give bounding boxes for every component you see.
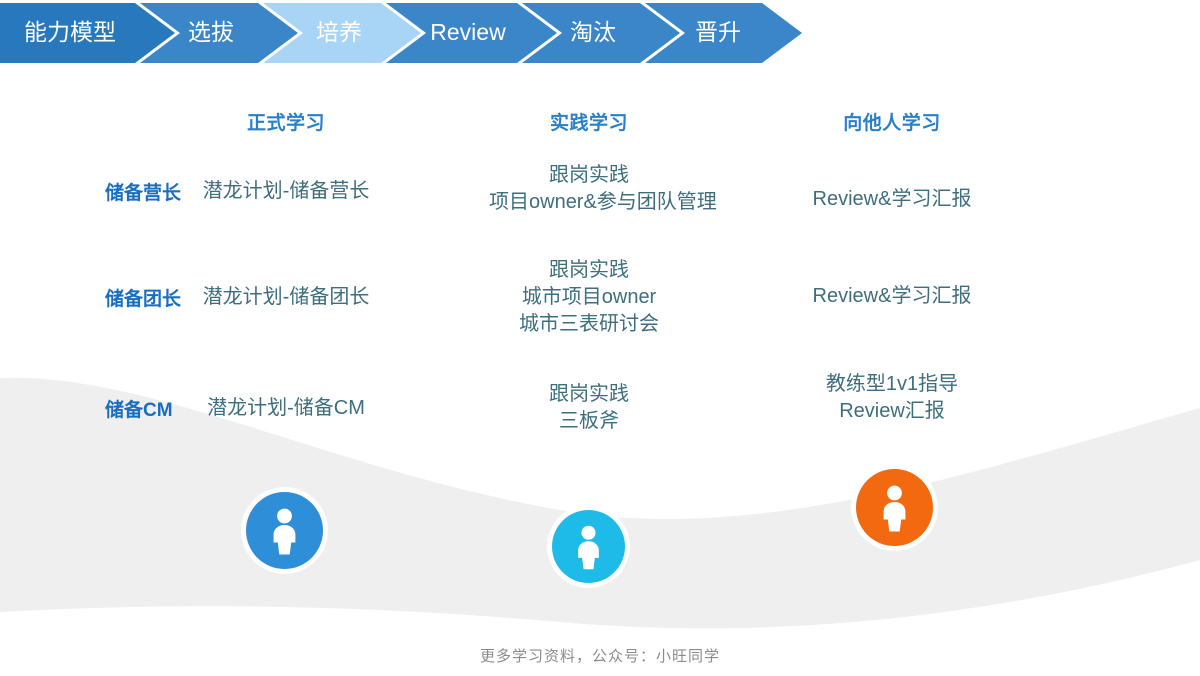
process-step-3-label: Review (430, 19, 506, 45)
person-badge-formal (246, 492, 323, 569)
process-step-0[interactable]: 能力模型 (0, 3, 175, 63)
column-header-others: 向他人学习 (843, 113, 941, 134)
cell-0-others: Review&学习汇报 (792, 186, 992, 213)
column-header-formal: 正式学习 (246, 113, 325, 134)
process-step-0-label: 能力模型 (24, 19, 116, 45)
cell-1-formal: 潜龙计划-储备团长 (186, 284, 386, 311)
person-icon (246, 492, 323, 569)
cell-2-formal: 潜龙计划-储备CM (186, 395, 386, 422)
cell-0-formal: 潜龙计划-储备营长 (186, 178, 386, 205)
cell-line: Review汇报 (839, 400, 945, 422)
cell-line: 跟岗实践 (549, 164, 629, 186)
person-badge-practice (552, 510, 625, 583)
cell-line: 跟岗实践 (549, 259, 629, 281)
column-header-practice: 实践学习 (549, 113, 628, 134)
cell-line: 潜龙计划-储备团长 (202, 286, 370, 308)
cell-line: 教练型1v1指导 (825, 373, 959, 395)
cell-2-others: 教练型1v1指导 Review汇报 (792, 371, 992, 425)
cell-line: Review&学习汇报 (812, 285, 972, 307)
person-icon (552, 510, 625, 583)
process-step-5-label: 晋升 (695, 19, 741, 45)
process-step-2-label: 培养 (316, 19, 362, 45)
cell-2-practice: 跟岗实践 三板斧 (489, 381, 689, 435)
process-step-2[interactable]: 培养 (263, 3, 421, 63)
row-label-2: 储备CM (105, 400, 173, 421)
process-step-1[interactable]: 选拔 (140, 3, 298, 63)
process-chevron-bar: 能力模型 选拔 培养 Review 淘汰 (0, 0, 810, 66)
cell-line: 潜龙计划-储备CM (207, 397, 365, 419)
cell-line: 跟岗实践 (549, 383, 629, 405)
cell-line: 项目owner&参与团队管理 (489, 191, 717, 213)
cell-line: 潜龙计划-储备营长 (202, 180, 370, 202)
process-step-5[interactable]: 晋升 (645, 3, 802, 63)
cell-line: 城市项目owner (521, 286, 657, 308)
process-step-3[interactable]: Review (386, 3, 557, 63)
person-badge-others (856, 469, 933, 546)
cell-1-others: Review&学习汇报 (792, 283, 992, 310)
person-icon (856, 469, 933, 546)
cell-1-practice: 跟岗实践 城市项目owner 城市三表研讨会 (489, 257, 689, 338)
process-step-4[interactable]: 淘汰 (522, 3, 680, 63)
row-label-0: 储备营长 (105, 183, 182, 204)
cell-line: 城市三表研讨会 (519, 313, 659, 335)
process-step-1-label: 选拔 (188, 19, 234, 45)
process-step-4-label: 淘汰 (570, 19, 616, 45)
footer-note: 更多学习资料，公众号：小旺同学 (479, 649, 720, 665)
cell-line: 三板斧 (559, 410, 619, 432)
cell-line: Review&学习汇报 (812, 188, 972, 210)
cell-0-practice: 跟岗实践 项目owner&参与团队管理 (489, 162, 717, 216)
row-label-1: 储备团长 (105, 289, 182, 310)
